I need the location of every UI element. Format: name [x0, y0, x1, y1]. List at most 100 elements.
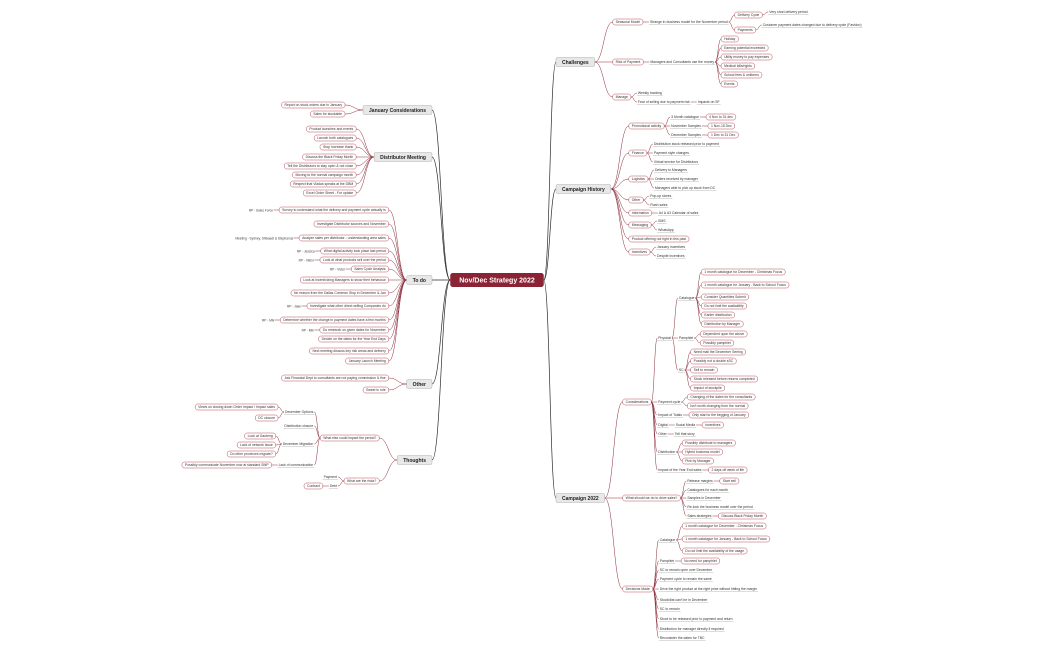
mind-map-leaf-node[interactable]: Excel Order Sheet - For uptake	[303, 189, 357, 197]
mind-map-leaf-node[interactable]: Distribution for manager directly if req…	[658, 627, 725, 632]
mind-map-leaf-node[interactable]: Discuss the Black Friday Month	[302, 153, 357, 161]
mind-map-leaf-node[interactable]: Possibly not a double sSC	[690, 357, 737, 365]
main-topic-other[interactable]: Other	[406, 379, 433, 389]
mind-map-leaf-node[interactable]: Flash sales	[649, 203, 669, 208]
mind-map-leaf-node[interactable]: Payments	[734, 26, 756, 34]
mind-map-leaf-node[interactable]: Discuss Black Friday Month	[718, 512, 767, 520]
mind-map-leaf-node[interactable]: Start sell	[719, 477, 740, 485]
mind-map-leaf-node[interactable]: Payment cycle	[657, 400, 682, 405]
mind-map-leaf-node[interactable]: Moving to the normal campaign month	[292, 171, 357, 179]
mind-map-leaf-node[interactable]: Sales for stockable	[310, 110, 346, 118]
mind-map-leaf-node[interactable]: No need for pamphlet	[680, 557, 720, 565]
mind-map-leaf-node[interactable]: SMS	[657, 219, 667, 224]
mind-map-leaf-node[interactable]: Pamphlet	[658, 559, 676, 564]
mind-map-leaf-node[interactable]: Distribution by Manager	[701, 320, 744, 328]
mind-map-leaf-node[interactable]: No reason from the Dallas Common Stop in…	[290, 289, 389, 297]
mind-map-leaf-node[interactable]: Impacts on SF	[696, 100, 721, 105]
mind-map-leaf-node[interactable]: Managers able to pick up stock from DC	[653, 186, 717, 191]
mind-map-leaf-node[interactable]: Product launches and events	[306, 125, 357, 133]
mind-map-leaf-node[interactable]: 1 month catalogue for December - Christm…	[682, 522, 767, 530]
mind-map-leaf-node[interactable]: November Samples	[670, 124, 702, 129]
mind-map-leaf-node[interactable]: Pamphlet	[677, 336, 695, 341]
mind-map-leaf-node[interactable]: Debt	[328, 484, 339, 489]
mind-map-leaf-node[interactable]: 1 Nov-15 Dec	[707, 122, 735, 130]
mind-map-leaf-node[interactable]: Reconsider the dates for TBC	[658, 636, 706, 641]
mind-map-leaf-node[interactable]: Changing of the dates for the consultant…	[687, 393, 756, 401]
mind-map-leaf-node[interactable]: Other	[657, 432, 668, 437]
mind-map-leaf-node[interactable]: Delivery Cycle	[734, 11, 763, 19]
mind-map-leaf-node[interactable]: Re-look the business model over the peri…	[686, 505, 754, 510]
mind-map-leaf-node[interactable]: Determine whether the change in payment …	[262, 316, 389, 324]
main-topic-thoughts[interactable]: Thoughts	[397, 455, 433, 465]
central-topic[interactable]: Nov/Dec Strategy 2022	[450, 273, 544, 287]
mind-map-leaf-node[interactable]: Distribution	[657, 450, 677, 455]
mind-map-leaf-node[interactable]: Do other provinces migrate?	[226, 450, 276, 458]
mind-map-leaf-node[interactable]: January Launch Meeting	[345, 357, 389, 365]
mind-map-leaf-node[interactable]: Hybrid business model	[682, 448, 723, 456]
mind-map-leaf-node[interactable]: Incentives	[701, 421, 724, 429]
mind-map-leaf-node[interactable]: SC	[677, 368, 685, 373]
mind-map-leaf-node[interactable]: Delivery to Managers	[653, 168, 689, 173]
mind-map-leaf-node[interactable]: Strange in-business model for the Novemb…	[648, 20, 729, 25]
mind-map-leaf-node[interactable]: SC to remain	[658, 607, 681, 612]
mind-map-leaf-node[interactable]: Isn't worth changing from the normal	[687, 402, 749, 410]
mind-map-leaf-node[interactable]: Investigate what other direct selling Co…	[287, 302, 389, 310]
mind-map-leaf-node[interactable]: Catalogues for each month	[686, 488, 730, 493]
mind-map-leaf-node[interactable]: Impact of stockpile	[690, 384, 725, 392]
mind-map-leaf-node[interactable]: Look at incentivizing Managers to show t…	[299, 276, 389, 284]
main-topic-distributor-meeting[interactable]: Distributor Meeting	[373, 152, 433, 162]
mind-map-leaf-node[interactable]: Payment cycle to remain the same	[658, 577, 713, 582]
mind-map-leaf-node[interactable]: 1 month catalogue for December - Christm…	[701, 268, 786, 276]
mind-map-leaf-node[interactable]: Finance	[628, 149, 648, 157]
mind-map-leaf-node[interactable]: Impact of Totals	[657, 413, 684, 418]
mind-map-leaf-node[interactable]: December Migration	[281, 442, 315, 447]
mind-map-leaf-node[interactable]: What digital activity took place last pe…	[297, 247, 389, 255]
mind-map-leaf-node[interactable]: January incentives	[656, 245, 687, 250]
mind-map-leaf-node[interactable]: Physical	[657, 336, 672, 341]
mind-map-leaf-node[interactable]: Sell to remain	[690, 366, 718, 374]
mind-map-leaf-node[interactable]: Pop-up stores	[649, 194, 673, 199]
mind-map-leaf-node[interactable]: Do not limit the availability	[701, 302, 747, 310]
mind-map-leaf-node[interactable]: Weekly tracking	[636, 91, 663, 96]
mind-map-leaf-node[interactable]: Information	[628, 209, 652, 217]
mind-map-leaf-node[interactable]: Survey to understand what the delivery a…	[249, 206, 389, 214]
mind-map-leaf-node[interactable]: Investigate Distributor sources and Nove…	[313, 220, 389, 228]
mind-map-leaf-node[interactable]: Tell the Distributors to stay open & not…	[283, 162, 357, 170]
mind-map-leaf-node[interactable]: Manage	[612, 93, 632, 101]
mind-map-leaf-node[interactable]: Ask Financial Dept to consultants are no…	[281, 374, 389, 382]
mind-map-leaf-node[interactable]: Analyze sales per distributor - understa…	[235, 234, 389, 242]
mind-map-leaf-node[interactable]: Tell that story	[673, 432, 696, 437]
mind-map-leaf-node[interactable]: Need mail the December Seeing	[690, 348, 746, 356]
mind-map-leaf-node[interactable]: SC to remain open over December	[658, 568, 714, 573]
mind-map-leaf-node[interactable]: Orders received by manager	[653, 177, 699, 182]
mind-map-leaf-node[interactable]: Logistics	[628, 175, 649, 183]
mind-map-leaf-node[interactable]: Do research on given dates for NovemberR…	[302, 326, 389, 334]
mind-map-leaf-node[interactable]: 1 month catalogue for January - Back to …	[701, 281, 790, 289]
mind-map-leaf-node[interactable]: Utility money to pay expenses	[720, 53, 773, 61]
mind-map-leaf-node[interactable]: Fear of selling due to payment risk	[636, 100, 691, 105]
mind-map-leaf-node[interactable]: Sweet in role	[362, 386, 389, 394]
mind-map-leaf-node[interactable]: Virtual service for Distributors	[652, 160, 700, 165]
mind-map-leaf-node[interactable]: 1 month catalogue for January - Back to …	[682, 535, 771, 543]
main-topic-campaign-2022[interactable]: Campaign 2022	[555, 493, 605, 503]
mind-map-leaf-node[interactable]: Payment	[322, 475, 339, 480]
mind-map-leaf-node[interactable]: Samples in December	[686, 496, 722, 501]
mind-map-leaf-node[interactable]: School fees & uniforms	[720, 71, 763, 79]
mind-map-leaf-node[interactable]: Only start to the begging of January	[688, 411, 749, 419]
mind-map-leaf-node[interactable]: What else could impact the period?	[320, 434, 380, 442]
mind-map-leaf-node[interactable]: Distribution closure	[283, 424, 315, 429]
mind-map-leaf-node[interactable]: Launch both catalogues	[313, 134, 357, 142]
mind-map-leaf-node[interactable]: Consider Quantities Submit	[701, 293, 749, 301]
mind-map-leaf-node[interactable]: Possibly distribute to managers	[682, 439, 736, 447]
mind-map-leaf-node[interactable]: Respect that Vladas speaks at the DBM	[290, 180, 357, 188]
mind-map-leaf-node[interactable]: 2 days off week of life	[708, 466, 748, 474]
mind-map-leaf-node[interactable]: Catalogue	[658, 538, 677, 543]
mind-map-leaf-node[interactable]: Incentives	[628, 248, 651, 256]
mind-map-leaf-node[interactable]: Earning potential exceeded	[720, 44, 769, 52]
mind-map-leaf-node[interactable]: Social Media	[674, 423, 697, 428]
mind-map-leaf-node[interactable]: Catalogue	[677, 296, 696, 301]
mind-map-leaf-node[interactable]: Stock to be released prior to payment an…	[658, 617, 734, 622]
mind-map-leaf-node[interactable]: December Samples	[670, 133, 702, 138]
mind-map-leaf-node[interactable]: Sales strategies	[686, 514, 713, 519]
mind-map-leaf-node[interactable]: Messaging	[628, 221, 652, 229]
